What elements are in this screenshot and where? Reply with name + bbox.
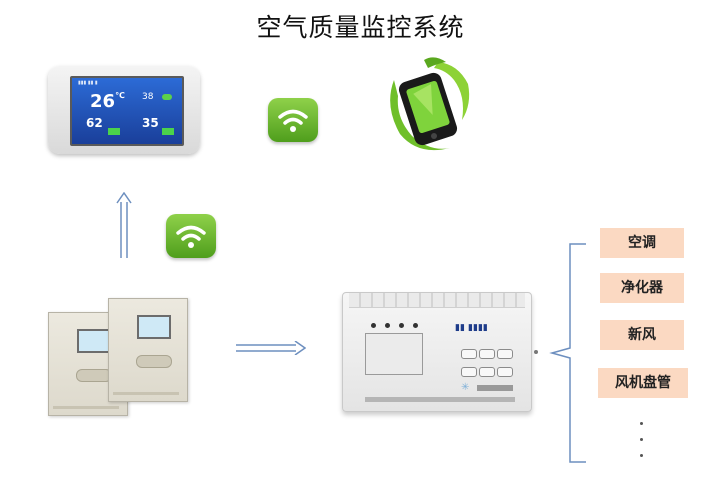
controller-module: ▮▮ ▮▮▮▮ ✳ <box>342 292 532 412</box>
controller-button <box>497 367 513 377</box>
panel-readout-3: 62 <box>86 116 103 130</box>
controller-button <box>479 349 495 359</box>
panel-readout-2: 38 <box>142 92 154 102</box>
air-quality-sensor <box>108 298 188 402</box>
sensor-screen <box>77 329 111 353</box>
snowflake-icon: ✳ <box>461 382 470 393</box>
controller-logo: ▮▮ ▮▮▮▮ <box>455 323 488 333</box>
controller-button <box>461 349 477 359</box>
output-purifier: 净化器 <box>600 273 684 303</box>
panel-temp: 26 <box>90 91 116 112</box>
output-fan-coil: 风机盘管 <box>598 368 688 398</box>
wifi-icon <box>166 214 216 258</box>
output-air-conditioner: 空调 <box>600 228 684 258</box>
controller-maker-label <box>365 397 515 402</box>
controller-button <box>479 367 495 377</box>
ellipsis-dot <box>640 454 643 457</box>
panel-screen: ▮▮▮ ▮▮ ▮ 26℃ 38 62 35 <box>70 76 184 146</box>
output-bracket <box>548 238 588 468</box>
controller-screen <box>365 333 423 375</box>
ellipsis-dot <box>640 422 643 425</box>
controller-model-label <box>477 385 513 391</box>
controller-leds <box>369 323 419 329</box>
controller-terminal-strip <box>349 293 525 308</box>
panel-status-led <box>162 94 172 100</box>
sensor-label-strip <box>53 406 119 409</box>
sensor-button <box>76 369 112 382</box>
right-arrow <box>236 340 307 356</box>
ellipsis-dot <box>640 438 643 441</box>
sensor-screen <box>137 315 171 339</box>
panel-temp-unit: ℃ <box>115 91 125 100</box>
air-quality-sensor <box>48 312 128 416</box>
up-arrow <box>116 191 132 258</box>
panel-indicator-right <box>162 128 174 135</box>
sensor-button <box>136 355 172 368</box>
page-title: 空气质量监控系统 <box>256 13 465 42</box>
wifi-icon <box>268 98 318 142</box>
smartphone-icon <box>376 56 476 158</box>
panel-readout-4: 35 <box>142 116 159 130</box>
controller-button <box>461 367 477 377</box>
connector-dot <box>534 350 538 354</box>
sensor-label-strip <box>113 392 179 395</box>
touch-panel-device: ▮▮▮ ▮▮ ▮ 26℃ 38 62 35 <box>48 66 200 154</box>
panel-indicator-left <box>108 128 120 135</box>
controller-button <box>497 349 513 359</box>
output-fresh-air: 新风 <box>600 320 684 350</box>
